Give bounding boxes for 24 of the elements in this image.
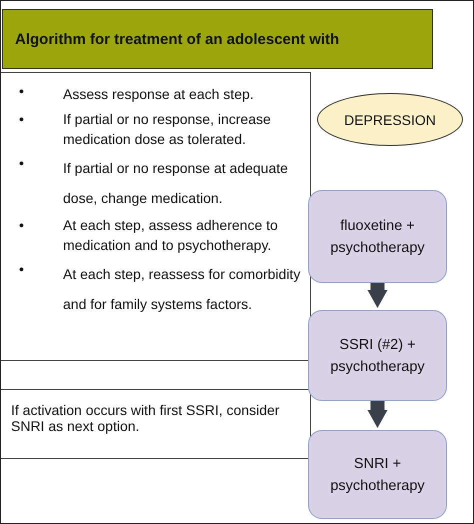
note-panel <box>1 389 311 459</box>
block-arrow <box>368 283 388 308</box>
bullet-marker: • <box>19 82 25 101</box>
bullet-marker: • <box>19 260 25 279</box>
bullet-text: At each step, assess adherence to medication and to psychotherapy. <box>63 216 279 255</box>
title-banner <box>2 9 433 69</box>
ellipse-label: DEPRESSION <box>344 112 436 128</box>
bullet-marker: • <box>19 154 25 173</box>
step-text: SSRI (#2) + psychotherapy <box>329 336 426 376</box>
bullet-text: If partial or no response at adequate dose, change medication. <box>63 159 289 208</box>
step-text: SNRI + psychotherapy <box>329 454 426 496</box>
step-box <box>308 310 447 401</box>
bullet-text: At each step, reassess for comorbidity and for family systems factors. <box>63 265 302 314</box>
notes-panel <box>1 72 311 361</box>
note-text: If activation occurs with first SSRI, consider SNRI as next option. <box>11 402 280 434</box>
step-box <box>308 190 447 283</box>
step-text: fluoxetine + psychotherapy <box>329 216 426 258</box>
bullet-text: If partial or no response, increase medication dose as tolerated. <box>63 110 272 149</box>
step-box <box>308 430 447 519</box>
block-arrow <box>368 401 388 428</box>
title-text: Algorithm for treatment of an adolescent with <box>15 30 340 48</box>
bullet-marker: • <box>19 216 25 235</box>
bullet-marker: • <box>19 110 25 129</box>
bullet-text: Assess response at each step. <box>63 85 254 104</box>
